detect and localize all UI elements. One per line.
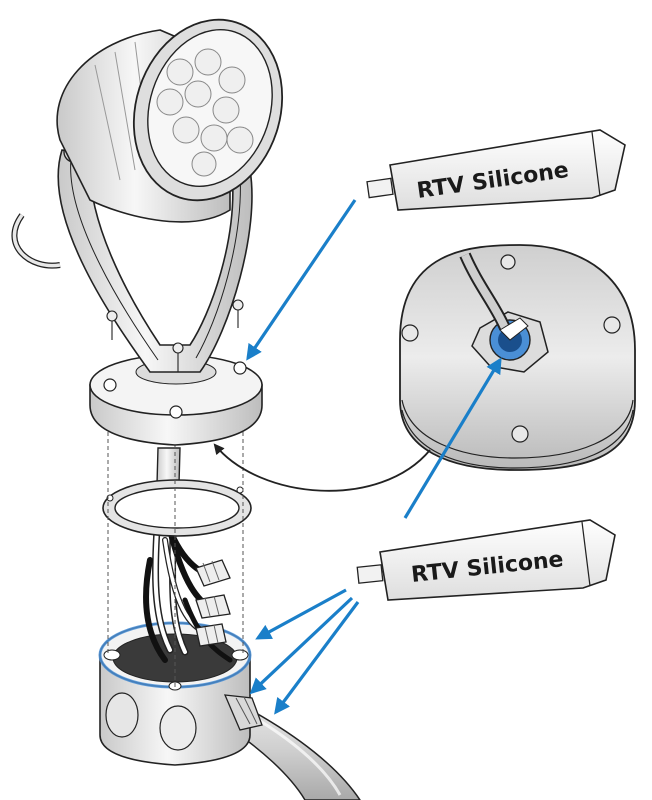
arrow-to-base bbox=[246, 199, 357, 361]
detail-dome bbox=[399, 244, 636, 471]
lamp-head bbox=[56, 18, 284, 223]
alignment-guides bbox=[107, 410, 244, 690]
led-array-icon bbox=[156, 48, 254, 177]
arrow-to-box-side bbox=[249, 596, 354, 695]
callout-pointer-arrow bbox=[213, 443, 431, 492]
arrow-to-hub bbox=[274, 601, 360, 715]
wire-nut-connectors bbox=[195, 559, 231, 647]
gasket-ring bbox=[102, 479, 252, 537]
mounting-screws bbox=[106, 299, 244, 372]
mounting-base bbox=[89, 354, 263, 446]
silicone-tube-top: RTV Silicone bbox=[366, 129, 626, 211]
arrow-to-box-rim bbox=[255, 588, 347, 640]
silicone-tube-bottom: RTV Silicone bbox=[356, 519, 616, 601]
arrow-to-fitting bbox=[403, 357, 502, 519]
application-arrows bbox=[246, 199, 502, 715]
